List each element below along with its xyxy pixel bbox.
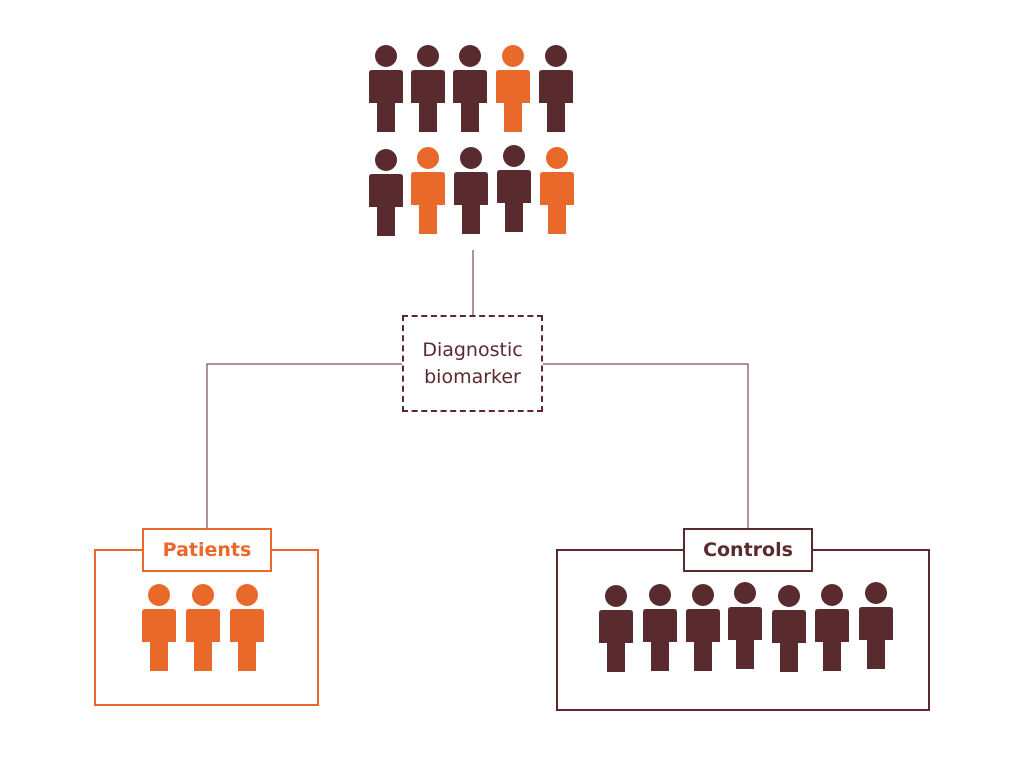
person-icon — [369, 45, 403, 132]
controls-label: Controls — [683, 528, 813, 572]
person-icon — [643, 584, 677, 671]
person-icon — [142, 584, 176, 671]
person-icon — [496, 45, 530, 132]
person-icon — [539, 45, 573, 132]
person-icon — [454, 147, 488, 234]
person-icon — [186, 584, 220, 671]
connector-biomarker-to-controls — [543, 363, 749, 528]
person-icon — [540, 147, 574, 234]
population-group — [369, 45, 574, 236]
diagnostic-biomarker-box: Diagnostic biomarker — [402, 315, 543, 412]
person-icon — [230, 584, 264, 671]
person-icon — [859, 582, 893, 669]
person-icon — [599, 585, 633, 672]
person-icon — [411, 147, 445, 234]
biomarker-line-2: biomarker — [424, 365, 521, 388]
patients-label-text: Patients — [162, 539, 252, 561]
person-icon — [772, 585, 806, 672]
person-icon — [411, 45, 445, 132]
person-icon — [497, 145, 531, 232]
person-icon — [815, 584, 849, 671]
person-icon — [453, 45, 487, 132]
biomarker-line-1: Diagnostic — [422, 338, 523, 361]
person-icon — [369, 149, 403, 236]
controls-label-text: Controls — [703, 539, 793, 561]
patients-people — [142, 584, 264, 671]
connector-biomarker-to-patients — [206, 363, 402, 528]
person-icon — [686, 584, 720, 671]
patients-label: Patients — [142, 528, 272, 572]
person-icon — [728, 582, 762, 669]
controls-people — [599, 582, 893, 672]
